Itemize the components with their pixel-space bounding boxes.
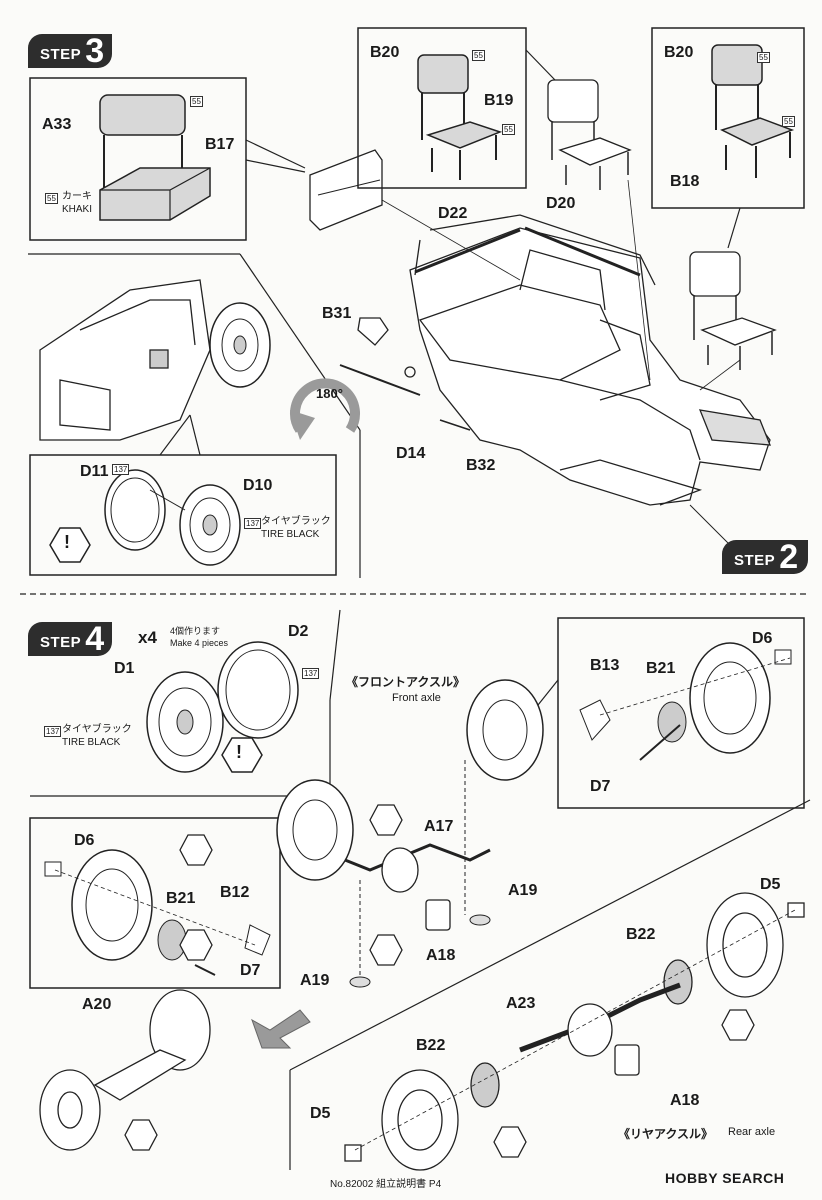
label-d10: D10 xyxy=(243,477,273,494)
rear-axle-title-jp: 《リヤアクスル》 xyxy=(618,1127,714,1141)
front-hub-right xyxy=(579,642,792,761)
label-d5: D5 xyxy=(760,876,781,893)
tire-d11 xyxy=(104,469,166,551)
quantity-en: Make 4 pieces xyxy=(170,638,229,648)
label-d5: D5 xyxy=(310,1105,331,1122)
paint-code-55: 55 xyxy=(45,193,58,204)
label-d6: D6 xyxy=(752,630,773,647)
label-d6: D6 xyxy=(74,832,95,849)
paint-code-137: 137 xyxy=(302,668,320,679)
label-b22: B22 xyxy=(626,926,656,943)
jeep-rear-drawing xyxy=(39,279,211,441)
label-a20: A20 xyxy=(82,996,112,1013)
front-axle-title-jp: 《フロントアクスル》 xyxy=(346,675,466,689)
label-b21: B21 xyxy=(166,890,196,907)
label-d22: D22 xyxy=(438,205,468,222)
label-a23: A23 xyxy=(506,995,536,1012)
paint-code-137: 137 xyxy=(112,464,130,475)
rotate-label: 180° xyxy=(316,386,343,401)
label-a33: A33 xyxy=(42,116,72,133)
label-a18: A18 xyxy=(670,1092,700,1109)
label-d7: D7 xyxy=(240,962,261,979)
label-a19: A19 xyxy=(508,882,538,899)
label-b17: B17 xyxy=(205,136,235,153)
paint-khaki-en: KHAKI xyxy=(62,204,93,215)
front-axle-assembled xyxy=(39,989,211,1151)
quantity-jp: 4個作ります xyxy=(170,626,221,636)
front-hub-left xyxy=(44,849,271,976)
label-a19: A19 xyxy=(300,972,330,989)
rear-seat-drawing-2 xyxy=(711,44,795,178)
label-d20: D20 xyxy=(546,195,576,212)
paint-code-137: 137 xyxy=(244,518,262,529)
paint-code-55: 55 xyxy=(190,96,203,107)
glue-icons xyxy=(124,804,755,1158)
tire-d1 xyxy=(146,671,224,773)
label-d2: D2 xyxy=(288,623,309,640)
label-b21: B21 xyxy=(646,660,676,677)
caution-icon: ! xyxy=(236,742,242,762)
front-axle-title-en: Front axle xyxy=(392,692,441,704)
label-d11: D11 xyxy=(80,463,109,480)
rear-axle-title-en: Rear axle xyxy=(728,1126,776,1138)
step-4-badge: STEP 4 xyxy=(28,622,112,656)
watermark: HOBBY SEARCH xyxy=(665,1170,785,1186)
rear-seat-outline-1 xyxy=(547,79,632,190)
label-b20: B20 xyxy=(370,44,400,61)
step-3-badge: STEP 3 xyxy=(28,34,112,68)
paint-tire-jp: タイヤブラック xyxy=(62,724,132,735)
caution-icon: ! xyxy=(64,532,70,552)
paint-tire-jp: タイヤブラック xyxy=(261,516,331,527)
tire-d10 xyxy=(179,484,241,566)
label-b22: B22 xyxy=(416,1037,446,1054)
label-d14: D14 xyxy=(396,445,426,462)
rear-axle-assembly xyxy=(344,892,805,1171)
front-axle-assembly xyxy=(276,679,544,988)
paint-code-137: 137 xyxy=(44,726,62,737)
paint-tire-en: TIRE BLACK xyxy=(62,737,121,748)
label-b18: B18 xyxy=(670,173,700,190)
bench-seat-drawing xyxy=(99,94,211,221)
label-b13: B13 xyxy=(590,657,620,674)
paint-tire-en: TIRE BLACK xyxy=(261,529,320,540)
paint-code-55: 55 xyxy=(757,52,770,63)
quantity-label: x4 xyxy=(138,628,157,647)
label-b32: B32 xyxy=(466,457,496,474)
rear-seat-outline-2 xyxy=(689,251,777,370)
rear-seat-drawing-1 xyxy=(417,54,503,180)
label-a18: A18 xyxy=(426,947,456,964)
paint-code-55: 55 xyxy=(472,50,485,61)
label-b19: B19 xyxy=(484,92,514,109)
paint-code-55: 55 xyxy=(782,116,795,127)
jeep-body-drawing xyxy=(404,214,771,506)
bench-seat-small xyxy=(309,149,383,231)
label-b31: B31 xyxy=(322,305,352,322)
label-b12: B12 xyxy=(220,884,250,901)
paint-khaki-jp: カーキ xyxy=(62,191,92,202)
page-footer: No.82002 組立説明書 P4 xyxy=(330,1179,442,1190)
label-b20: B20 xyxy=(664,44,694,61)
label-a17: A17 xyxy=(424,818,454,835)
step3-wheel xyxy=(209,302,271,388)
paint-code-55: 55 xyxy=(502,124,515,135)
label-d7: D7 xyxy=(590,778,611,795)
tire-d2 xyxy=(217,641,299,739)
label-d1: D1 xyxy=(114,660,135,677)
step-2-badge: STEP 2 xyxy=(722,540,808,574)
